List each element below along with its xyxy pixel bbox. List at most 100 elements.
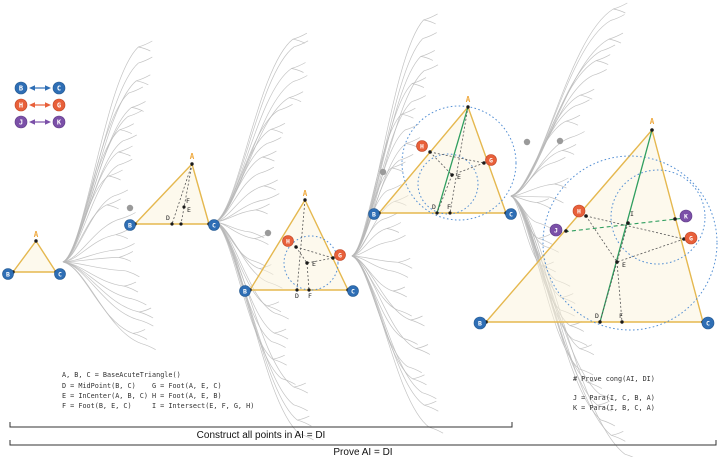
legend-badge xyxy=(14,81,28,95)
panel-1-base-triangle: A B C xyxy=(2,230,66,280)
caption-construct: Construct all points in AI = DI xyxy=(197,430,326,441)
svg-text:B: B xyxy=(128,222,132,230)
point-badge-h: H xyxy=(416,140,428,152)
code-comment: # Prove cong(AI, DI) xyxy=(573,375,655,383)
code-line: K = Para(I, B, C, A) xyxy=(573,404,655,412)
point-badge-b: B xyxy=(473,316,487,330)
point-label-d: D xyxy=(295,292,299,300)
code-line: A, B, C = BaseAcuteTriangle() xyxy=(62,371,181,379)
legend-badge xyxy=(14,115,28,129)
svg-text:B: B xyxy=(372,211,376,219)
legend-letter: J xyxy=(19,119,23,127)
construction-line xyxy=(616,222,629,263)
triangle-outline xyxy=(12,240,57,273)
point-label-f: F xyxy=(186,197,190,205)
swap-arrow-icon xyxy=(29,119,51,125)
code-line: I = Intersect(E, F, G, H) xyxy=(152,402,254,410)
tree-node-dot xyxy=(523,138,531,146)
legend-letter: H xyxy=(19,102,23,110)
point-label-f: F xyxy=(308,292,312,300)
code-line: F = Foot(B, E, C) xyxy=(62,402,132,410)
construction-line xyxy=(295,246,308,264)
point-badge-c: C xyxy=(347,285,359,297)
dotted-circle xyxy=(417,153,479,215)
code-line: G = Foot(A, E, C) xyxy=(152,382,222,390)
point-dot xyxy=(564,229,568,233)
point-badge-g: G xyxy=(485,154,497,166)
point-dot xyxy=(307,288,311,292)
point-label-a: A xyxy=(190,152,195,161)
point-badge-c: C xyxy=(54,268,66,280)
search-tree-branches xyxy=(62,2,634,457)
point-dot xyxy=(34,239,38,243)
point-dot xyxy=(626,221,630,225)
legend-pair-jk: J K xyxy=(14,115,66,129)
point-label-a: A xyxy=(303,189,308,198)
point-label-e: E xyxy=(187,206,191,214)
point-badge-b: B xyxy=(2,268,14,280)
caption-prove: Prove AI = DI xyxy=(333,447,392,457)
svg-text:H: H xyxy=(577,208,581,216)
point-dot xyxy=(295,288,299,292)
point-label-a: A xyxy=(466,95,471,104)
prove-code-block: # Prove cong(AI, DI) J = Para(I, C, B, A… xyxy=(573,375,655,412)
tree-node-dot xyxy=(126,204,134,212)
point-badge-g: G xyxy=(684,231,698,245)
point-label-a: A xyxy=(34,230,39,239)
code-line: H = Foot(A, E, B) xyxy=(152,392,222,400)
construction-line xyxy=(306,262,310,291)
point-badge-k: K xyxy=(679,209,693,223)
swap-arrow-icon xyxy=(29,85,51,91)
point-badge-h: H xyxy=(572,204,586,218)
point-dot xyxy=(620,320,624,324)
point-dot xyxy=(179,222,183,226)
triangle-outline xyxy=(134,163,210,225)
construction-line xyxy=(306,257,334,264)
svg-text:B: B xyxy=(243,288,247,296)
svg-text:J: J xyxy=(554,227,558,235)
code-line: D = MidPoint(B, C) xyxy=(62,382,136,390)
point-dot xyxy=(673,217,677,221)
point-label-e: E xyxy=(622,261,626,269)
point-badge-b: B xyxy=(368,208,380,220)
point-dot xyxy=(303,198,307,202)
point-dot xyxy=(190,162,194,166)
point-dot xyxy=(305,261,309,265)
dotted-circle xyxy=(610,169,706,265)
construction-line xyxy=(585,215,685,240)
construction-line xyxy=(449,106,469,214)
tree-node-dot xyxy=(556,137,564,145)
triangle-outline xyxy=(485,129,704,323)
point-label-d: D xyxy=(595,312,599,320)
point-badge-h: H xyxy=(282,235,294,247)
svg-text:C: C xyxy=(509,211,513,219)
point-dot xyxy=(428,150,432,154)
tree-node-dot xyxy=(379,168,387,176)
panel-2-def: A F E D B C xyxy=(124,152,220,231)
legend-letter: B xyxy=(19,85,23,93)
svg-text:G: G xyxy=(689,235,693,243)
legend-letter: C xyxy=(57,85,61,93)
point-dot xyxy=(450,173,454,177)
point-dot xyxy=(435,211,439,215)
point-dot xyxy=(584,214,588,218)
construction-line xyxy=(429,151,453,176)
point-badge-c: C xyxy=(505,208,517,220)
point-badge-c: C xyxy=(208,219,220,231)
dotted-circle xyxy=(283,235,339,291)
construction-line xyxy=(451,162,485,176)
svg-text:H: H xyxy=(420,143,424,151)
bracket-construct: Construct all points in AI = DI xyxy=(9,422,513,441)
construction-line xyxy=(436,174,453,214)
dotted-circle xyxy=(542,155,718,331)
legend-letter: K xyxy=(57,119,62,127)
tree-node-dot xyxy=(264,229,272,237)
point-label-f: F xyxy=(447,203,451,211)
point-badge-b: B xyxy=(124,219,136,231)
legend-pair-hg: H G xyxy=(14,98,66,112)
code-line: E = InCenter(A, B, C) xyxy=(62,392,148,400)
search-tree-nodes xyxy=(126,137,564,237)
legend-badge xyxy=(52,115,66,129)
point-label-d: D xyxy=(432,203,436,211)
